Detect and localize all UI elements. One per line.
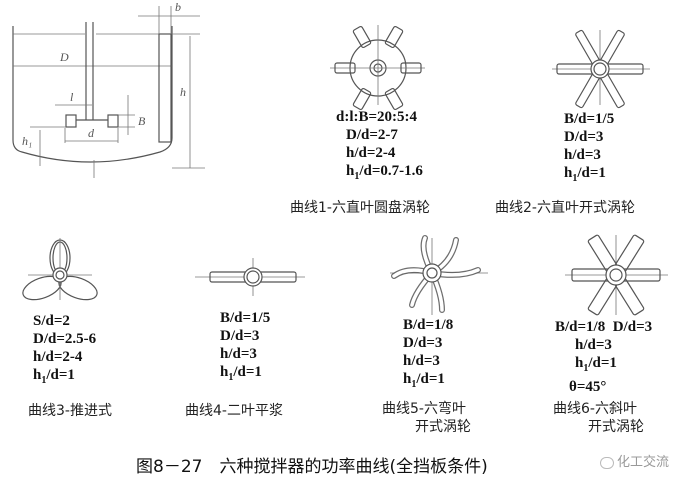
- param-line: D/d=3: [403, 335, 443, 351]
- param-line: D/d=3: [220, 328, 260, 344]
- stirred-tank-drawing: [12, 6, 205, 178]
- impeller-6-caption-line-2: 开式涡轮: [588, 419, 644, 435]
- param-line: B/d=1/5: [564, 111, 615, 127]
- impeller-3-caption: 曲线3-推进式: [28, 403, 112, 419]
- impeller-5-params: B/d=1/8 D/d=3 h/d=3 h1/d=1: [403, 316, 453, 394]
- param-line: D/d=3: [564, 129, 604, 145]
- impeller-1-caption: 曲线1-六直叶圆盘涡轮: [290, 200, 430, 216]
- open-turbine-six-pitched-blade-icon: [565, 234, 668, 316]
- impeller-6-caption-line-1: 曲线6-六斜叶: [553, 401, 637, 417]
- param-line: D/d=2-7: [346, 127, 398, 143]
- impeller-3-params: S/d=2 D/d=2.5-6 h/d=2-4 h1/d=1: [33, 312, 96, 390]
- param-line: B/d=1/8: [403, 317, 454, 333]
- param-line: B/d=1/5: [220, 310, 271, 326]
- impeller-5: B/d=1/8 D/d=3 h/d=3 h1/d=1 曲线5-六弯叶 开式涡轮: [370, 230, 550, 445]
- param-line: h1/d=0.7-1.6: [346, 163, 423, 182]
- param-line: B/d=1/8 D/d=3: [555, 319, 653, 335]
- dim-label-h1: h₁: [22, 134, 33, 148]
- two-blade-paddle-icon: [195, 258, 305, 296]
- open-turbine-six-curved-blade-icon: [390, 235, 488, 315]
- dim-label-D: D: [60, 50, 69, 64]
- param-line: h/d=3: [564, 147, 601, 163]
- dim-label-B: B: [138, 114, 146, 128]
- impeller-2: B/d=1/5 D/d=3 h/d=3 h1/d=1 曲线2-六直叶开式涡轮: [490, 0, 690, 225]
- param-line: h1/d=1: [564, 165, 606, 184]
- dim-label-b: b: [175, 0, 181, 14]
- param-line: h1/d=1: [33, 367, 75, 386]
- impeller-2-params: B/d=1/5 D/d=3 h/d=3 h1/d=1: [564, 110, 614, 188]
- propeller-three-blade-icon: [22, 238, 98, 301]
- dim-label-d: d: [88, 126, 94, 140]
- watermark-text: 化工交流: [617, 455, 670, 470]
- dim-label-h: h: [180, 85, 186, 99]
- impeller-4-params: B/d=1/5 D/d=3 h/d=3 h1/d=1: [220, 309, 270, 387]
- param-line: D/d=2.5-6: [33, 331, 97, 347]
- param-line: h1/d=1: [403, 371, 445, 390]
- tank-schematic: D b h l B d h₁: [0, 0, 230, 180]
- param-line: h1/d=1: [220, 364, 262, 383]
- param-line: S/d=2: [33, 313, 70, 329]
- param-line: h/d=3: [575, 337, 612, 353]
- dim-label-l: l: [70, 90, 74, 104]
- wechat-icon: [600, 456, 614, 469]
- param-line: h/d=3: [220, 346, 257, 362]
- param-line: h/d=3: [403, 353, 440, 369]
- impeller-5-caption-line-2: 开式涡轮: [415, 419, 471, 435]
- param-line: d:l:B=20:5:4: [336, 109, 418, 125]
- open-turbine-six-flat-blade-icon: [552, 29, 650, 109]
- impeller-4-caption: 曲线4-二叶平浆: [185, 403, 283, 419]
- watermark: 化工交流: [600, 451, 669, 470]
- impeller-6: B/d=1/8 D/d=3 h/d=3 h1/d=1 θ=45° 曲线6-六斜叶…: [540, 230, 690, 445]
- param-line: h/d=2-4: [33, 349, 83, 365]
- disk-turbine-six-flat-blade-icon: [330, 25, 425, 111]
- impeller-1-params: d:l:B=20:5:4 D/d=2-7 h/d=2-4 h1/d=0.7-1.…: [336, 108, 423, 186]
- impeller-5-caption-line-1: 曲线5-六弯叶: [382, 401, 466, 417]
- impeller-6-params: B/d=1/8 D/d=3 h/d=3 h1/d=1 θ=45°: [555, 318, 652, 396]
- param-line: h1/d=1: [575, 355, 617, 374]
- param-line: h/d=2-4: [346, 145, 396, 161]
- impeller-3: S/d=2 D/d=2.5-6 h/d=2-4 h1/d=1 曲线3-推进式: [0, 230, 190, 430]
- impeller-2-caption: 曲线2-六直叶开式涡轮: [495, 200, 635, 216]
- impeller-1: d:l:B=20:5:4 D/d=2-7 h/d=2-4 h1/d=0.7-1.…: [290, 0, 490, 225]
- param-line: θ=45°: [569, 379, 607, 395]
- figure-caption: 图8－27 六种搅拌器的功率曲线(全挡板条件): [136, 457, 488, 477]
- impeller-4: B/d=1/5 D/d=3 h/d=3 h1/d=1 曲线4-二叶平浆: [180, 230, 370, 430]
